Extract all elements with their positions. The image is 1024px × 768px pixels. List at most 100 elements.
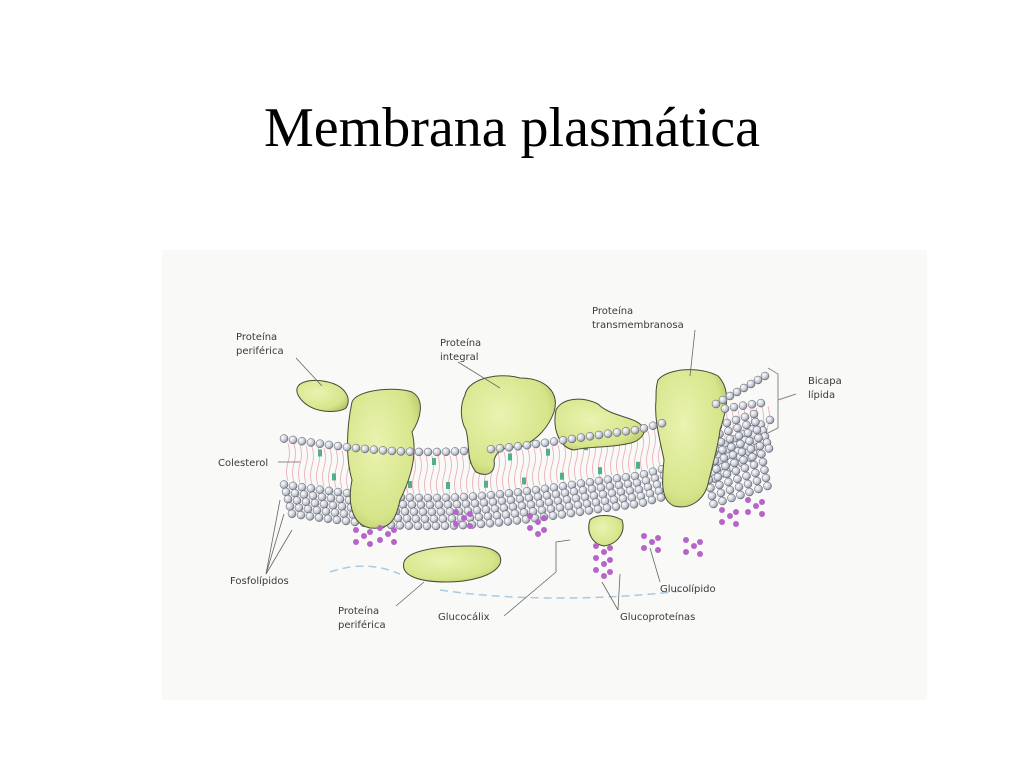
phospholipid-head bbox=[629, 500, 639, 509]
phospholipid-head bbox=[760, 465, 769, 475]
svg-text:Proteína: Proteína bbox=[592, 305, 633, 317]
phospholipid-head bbox=[620, 501, 630, 510]
label-peripheral-protein-top: Proteína bbox=[236, 331, 277, 343]
phospholipid-head bbox=[395, 521, 405, 530]
phospholipid-head bbox=[294, 503, 304, 513]
label-phospholipids: Fosfolípidos bbox=[230, 575, 289, 587]
cholesterol-mark bbox=[446, 481, 450, 489]
phospholipid-head bbox=[288, 481, 298, 491]
phospholipid-head bbox=[411, 514, 421, 524]
phospholipid-head bbox=[328, 501, 338, 510]
sugar-unit bbox=[353, 527, 359, 533]
phospholipid-head bbox=[405, 447, 415, 456]
phospholipid-head bbox=[739, 383, 749, 393]
sugar-unit bbox=[607, 557, 613, 563]
phospholipid-head bbox=[758, 457, 768, 467]
phospholipid-head bbox=[557, 510, 567, 519]
phospholipid-head bbox=[299, 490, 309, 499]
phospholipid-head bbox=[621, 427, 631, 436]
phospholipid-head bbox=[301, 497, 311, 507]
phospholipid-head bbox=[387, 446, 397, 456]
phospholipid-head bbox=[418, 507, 428, 517]
phospholipid-head bbox=[740, 412, 750, 422]
phospholipid-head bbox=[402, 514, 412, 523]
sugar-unit bbox=[719, 519, 725, 525]
phospholipid-head bbox=[285, 502, 295, 511]
sugar-unit bbox=[759, 511, 765, 517]
cholesterol-mark bbox=[598, 467, 602, 475]
phospholipid-head bbox=[657, 419, 667, 428]
sugar-unit bbox=[391, 527, 397, 533]
phospholipid-head bbox=[715, 480, 724, 490]
phospholipid-head bbox=[450, 447, 460, 456]
phospholipid-head bbox=[754, 433, 763, 443]
sugar-unit bbox=[733, 509, 739, 515]
phospholipid-head bbox=[317, 492, 327, 502]
svg-text:periférica: periférica bbox=[338, 619, 386, 631]
phospholipid-head bbox=[603, 429, 613, 438]
label-cholesterol: Colesterol bbox=[218, 458, 268, 469]
phospholipid-head bbox=[432, 447, 442, 457]
svg-text:Fosfolípidos: Fosfolípidos bbox=[230, 575, 289, 587]
phospholipid-head bbox=[721, 461, 730, 471]
phospholipid-head bbox=[288, 435, 298, 445]
sugar-unit bbox=[641, 545, 647, 551]
phospholipid-head bbox=[739, 455, 748, 465]
phospholipid-head bbox=[378, 446, 388, 455]
phospholipid-head bbox=[303, 504, 313, 514]
phospholipid-head bbox=[755, 441, 765, 451]
sugar-unit bbox=[461, 515, 467, 521]
sugar-unit bbox=[655, 547, 661, 553]
cholesterol-mark bbox=[508, 453, 512, 461]
phospholipid-head bbox=[297, 436, 307, 446]
phospholipid-head bbox=[756, 398, 766, 408]
phospholipid-head bbox=[324, 440, 334, 450]
phospholipid-head bbox=[335, 495, 345, 504]
label-integral-protein: Proteína bbox=[440, 337, 481, 349]
svg-text:Colesterol: Colesterol bbox=[218, 458, 268, 469]
sugar-unit bbox=[535, 531, 541, 537]
phospholipid-head bbox=[330, 508, 340, 517]
phospholipid-head bbox=[760, 371, 770, 381]
page-title: Membrana plasmática bbox=[263, 97, 760, 159]
phospholipid-head bbox=[297, 482, 307, 492]
sugar-unit bbox=[719, 507, 725, 513]
svg-text:integral: integral bbox=[440, 352, 479, 363]
cholesterol-mark bbox=[408, 481, 412, 489]
phospholipid-head bbox=[558, 436, 568, 445]
phospholipid-head bbox=[416, 500, 426, 510]
phospholipid-head bbox=[711, 399, 721, 409]
phospholipid-head bbox=[737, 447, 747, 457]
phospholipid-head bbox=[306, 484, 316, 493]
phospholipid-head bbox=[404, 521, 414, 530]
sugar-unit bbox=[367, 529, 373, 535]
phospholipid-head bbox=[725, 434, 735, 444]
phospholipid-head bbox=[486, 444, 496, 454]
sugar-unit bbox=[607, 569, 613, 575]
phospholipid-head bbox=[725, 485, 735, 495]
phospholipid-head bbox=[594, 430, 604, 440]
sugar-unit bbox=[683, 537, 689, 543]
label-glycolipid: Glucolípido bbox=[660, 583, 716, 595]
phospholipid-head bbox=[504, 443, 514, 452]
phospholipid-head bbox=[731, 415, 741, 425]
sugar-unit bbox=[601, 573, 607, 579]
cholesterol-mark bbox=[432, 457, 436, 465]
phospholipid-head bbox=[458, 520, 468, 530]
cholesterol-mark bbox=[484, 480, 488, 488]
phospholipid-head bbox=[585, 432, 595, 441]
phospholipid-head bbox=[485, 518, 495, 528]
phospholipid-head bbox=[423, 447, 433, 457]
svg-text:transmembranosa: transmembranosa bbox=[592, 320, 684, 331]
label-glycoproteins: Glucoproteínas bbox=[620, 611, 695, 623]
svg-text:lípida: lípida bbox=[808, 389, 835, 401]
phospholipid-head bbox=[732, 387, 742, 397]
phospholipid-head bbox=[441, 447, 451, 457]
sugar-unit bbox=[691, 543, 697, 549]
sugar-unit bbox=[367, 541, 373, 547]
phospholipid-head bbox=[290, 488, 300, 498]
phospholipid-head bbox=[584, 506, 594, 515]
sugar-unit bbox=[353, 539, 359, 545]
phospholipid-head bbox=[765, 415, 775, 425]
